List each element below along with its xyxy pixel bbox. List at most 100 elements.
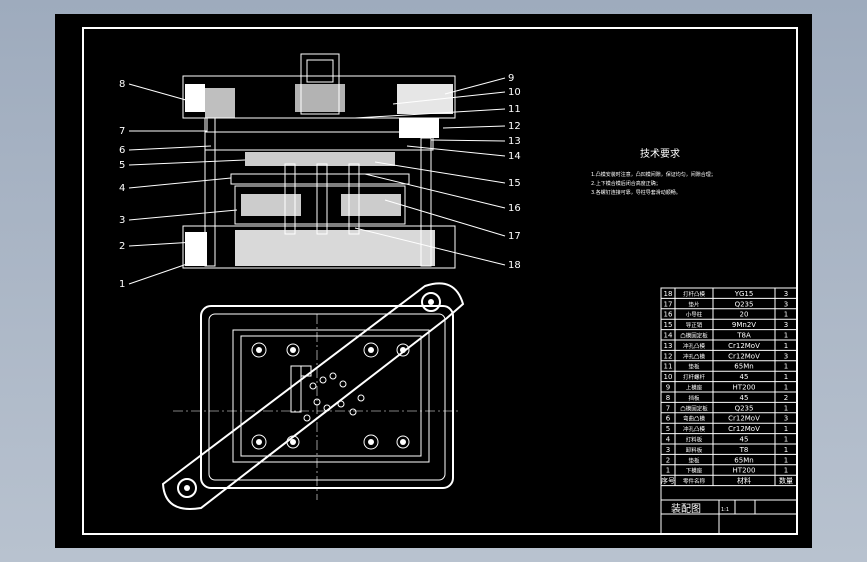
lower-hatch-left [185, 232, 207, 266]
leaders-right [354, 77, 506, 266]
punch-c [348, 163, 360, 235]
lower-hatch [235, 230, 435, 266]
punch-block [245, 152, 395, 166]
bom-cell-qty: 1 [784, 456, 788, 464]
bom-cell-no: 1 [666, 467, 670, 475]
bom-cell-name: 导正销 [686, 321, 703, 329]
bom-cell-qty: 3 [784, 415, 788, 423]
guide-hole-bottom [177, 478, 197, 498]
callout-right: 18 [508, 260, 521, 271]
bom-cell-material: 9Mn2V [732, 321, 756, 329]
callout-right: 11 [508, 104, 521, 115]
upper-hatch-right [397, 84, 453, 114]
bom-cell-qty: 数量 [779, 476, 793, 485]
leaders-left [128, 83, 246, 285]
callout-right: 16 [508, 203, 521, 214]
bom-cell-material: 材料 [737, 476, 751, 485]
bom-cell-no: 11 [664, 363, 673, 371]
title-block-title: 装配图 [671, 502, 701, 515]
bom-cell-qty: 1 [784, 332, 788, 340]
callout-left: 6 [119, 145, 125, 156]
bom-cell-name: 零件名称 [683, 477, 706, 485]
bom-cell-material: 65Mn [734, 456, 753, 464]
bom-cell-no: 13 [664, 342, 673, 350]
bom-cell-name: 凸模固定板 [680, 332, 708, 340]
callout-right: 14 [508, 151, 521, 162]
bom-cell-material: Cr12MoV [728, 342, 760, 350]
bom-cell-no: 14 [664, 332, 673, 340]
bom-cell-no: 2 [666, 456, 670, 464]
backing-plate [206, 117, 432, 133]
plan-view [161, 282, 465, 510]
bom-cell-no: 18 [664, 290, 673, 298]
shank-hatch [295, 84, 345, 112]
callout-right: 13 [508, 136, 521, 147]
bom-cell-qty: 3 [784, 321, 788, 329]
bom-cell-material: 45 [740, 373, 749, 381]
bom-cell-material: 20 [740, 311, 749, 319]
punch-holder [204, 131, 434, 151]
upper-hatch-left [185, 84, 205, 112]
drawing-frame [82, 27, 798, 535]
bom-cell-name: 冲孔凸模 [683, 342, 706, 350]
die-hatch-left [241, 194, 301, 216]
bom-cell-material: YG15 [734, 290, 754, 298]
bom-cell-material: Q235 [735, 404, 754, 412]
plan-outline-inner [208, 313, 446, 481]
bom-cell-name: 卸料板 [686, 446, 703, 454]
bom-cell-qty: 1 [784, 436, 788, 444]
bom-cell-name: 垫板 [688, 363, 700, 371]
bom-cell-no: 17 [664, 300, 673, 308]
bom-cell-name: 打杆凸模 [683, 290, 706, 298]
guide-post-left [204, 117, 216, 267]
callout-left: 2 [119, 241, 125, 252]
shank-inner [306, 59, 334, 83]
callout-left: 8 [119, 79, 125, 90]
bom-cell-qty: 3 [784, 352, 788, 360]
die-hatch-right [341, 194, 401, 216]
callout-labels-left: 8 7 6 5 4 3 2 1 [119, 79, 125, 290]
bom-cell-name: 上模座 [686, 384, 703, 392]
callout-right: 9 [508, 73, 514, 84]
tech-line: 3.各螺钉连接可靠，导柱导套滑动顺畅。 [591, 189, 681, 196]
bom-cell-material: Cr12MoV [728, 425, 760, 433]
bom-cell-material: T8 [739, 446, 749, 454]
bom-cell-qty: 1 [784, 373, 788, 381]
bom-cell-name: 下模座 [686, 467, 703, 475]
bom-cell-name: 弯曲凸模 [683, 415, 706, 423]
title-block-scale: 1:1 [721, 507, 729, 513]
bom-cell-no: 序号 [661, 476, 675, 485]
bom-cell-material: T8A [736, 332, 751, 340]
bom-cell-no: 7 [666, 404, 670, 412]
upper-hatch-mid [205, 88, 235, 118]
bom-cell-name: 冲孔凸模 [683, 352, 706, 360]
bom-cell-qty: 2 [784, 394, 788, 402]
bom-cell-qty: 1 [784, 311, 788, 319]
callout-left: 3 [119, 215, 125, 226]
bom-cell-no: 4 [666, 436, 671, 444]
front-section-view [182, 53, 456, 269]
bom-frame [660, 287, 798, 535]
bom-cell-no: 8 [666, 394, 670, 402]
stripper [230, 173, 410, 185]
bom-cell-qty: 1 [784, 467, 788, 475]
bom-cell-material: HT200 [733, 467, 756, 475]
bom-cell-name: 凸模固定板 [680, 404, 708, 412]
callout-left: 7 [119, 126, 125, 137]
technical-requirements: 技术要求 1.凸模安装时注意，凸凹模间隙，保证均匀，间隙合理； 2.上下模合模后… [591, 147, 716, 196]
tech-title: 技术要求 [640, 147, 680, 160]
callout-right: 10 [508, 87, 521, 98]
bom-cell-qty: 1 [784, 425, 788, 433]
bom-cell-no: 15 [664, 321, 673, 329]
tech-line: 1.凸模安装时注意，凸凹模间隙，保证均匀，间隙合理； [591, 171, 716, 178]
bom-cell-no: 6 [666, 415, 671, 423]
guide-bush [399, 118, 439, 138]
bom-cell-name: 冲孔凸模 [683, 425, 706, 433]
bom-cell-no: 12 [664, 352, 673, 360]
guide-hole-top [421, 292, 441, 312]
die-block [234, 185, 406, 225]
punch-a [284, 163, 296, 235]
bom-cell-material: Cr12MoV [728, 352, 760, 360]
bom-cell-no: 10 [664, 373, 673, 381]
